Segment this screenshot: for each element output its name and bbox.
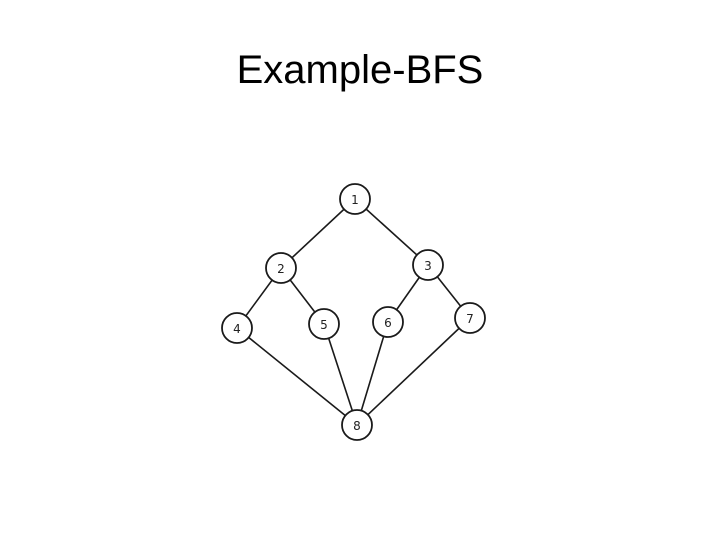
node-label: 7: [466, 312, 474, 326]
node-label: 8: [353, 419, 361, 433]
node-label: 4: [233, 322, 241, 336]
node-1: 1: [339, 183, 371, 215]
node-circle: [412, 249, 444, 281]
edge-6-8: [356, 321, 389, 426]
node-label: 3: [424, 259, 432, 273]
edge-5-8: [323, 323, 358, 426]
node-5: 5: [308, 308, 340, 340]
node-circle: [454, 302, 486, 334]
node-label: 5: [320, 318, 328, 332]
edge-1-3: [354, 198, 429, 266]
node-4: 4: [221, 312, 253, 344]
edge-1-2: [280, 198, 356, 269]
node-label: 1: [351, 193, 359, 207]
node-6: 6: [372, 306, 404, 338]
node-3: 3: [412, 249, 444, 281]
nodes-layer: 1 2 3 4 5 6 7 8: [221, 183, 486, 441]
edge-4-8: [236, 327, 358, 426]
edge-7-8: [356, 317, 471, 426]
node-circle: [265, 252, 297, 284]
node-label: 2: [277, 262, 285, 276]
node-circle: [221, 312, 253, 344]
node-circle: [339, 183, 371, 215]
node-circle: [341, 409, 373, 441]
slide-title: Example-BFS: [236, 48, 484, 92]
node-circle: [372, 306, 404, 338]
node-2: 2: [265, 252, 297, 284]
node-8: 8: [341, 409, 373, 441]
node-circle: [308, 308, 340, 340]
edges-layer: [236, 198, 471, 426]
node-7: 7: [454, 302, 486, 334]
node-label: 6: [384, 316, 392, 330]
